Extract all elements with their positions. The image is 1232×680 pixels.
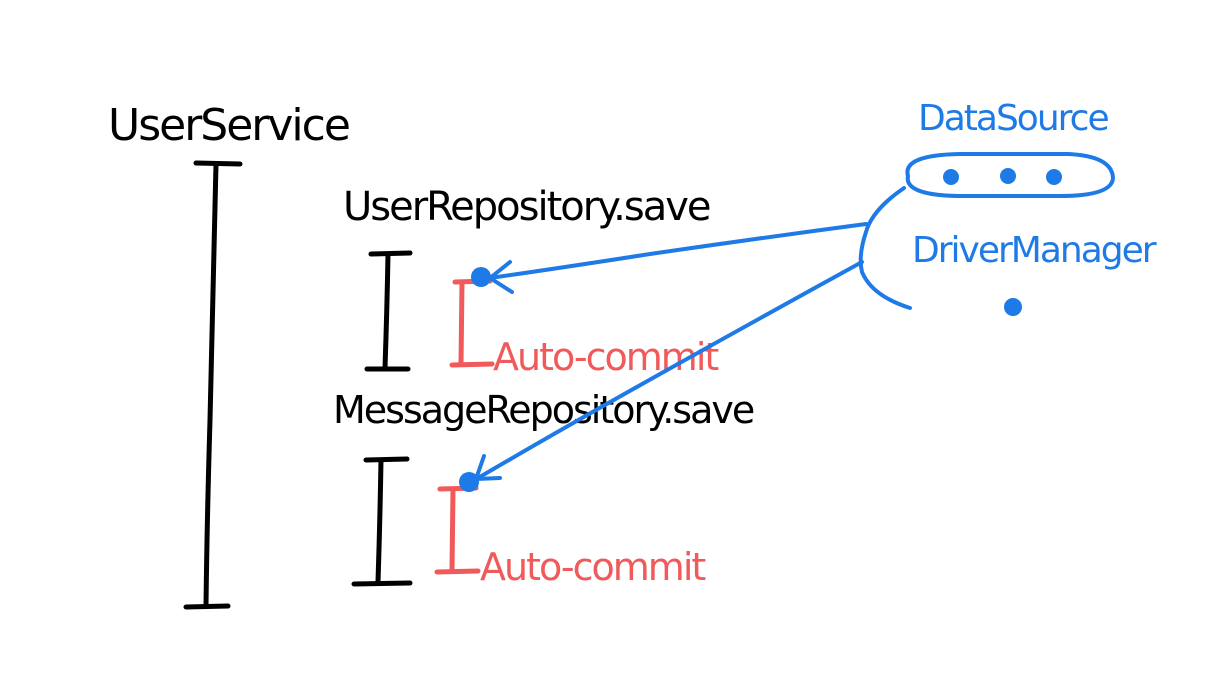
driver-manager-label: DriverManager — [912, 230, 1157, 271]
user-service-span-bracket — [183, 160, 243, 610]
pool-connection-dot-2 — [1000, 168, 1016, 184]
user-repository-span-bracket — [364, 250, 413, 372]
data-source-label: DataSource — [918, 98, 1108, 139]
data-source-bracket — [858, 186, 912, 310]
driver-manager-connection-dot — [1004, 298, 1022, 316]
arrow-to-user-repository — [488, 222, 868, 294]
connection-dot-1 — [471, 267, 491, 287]
auto-commit-1-bracket — [449, 278, 495, 368]
pool-connection-dot-3 — [1046, 169, 1062, 185]
connection-pool-outline — [905, 152, 1116, 198]
message-repository-span-bracket — [351, 456, 413, 587]
auto-commit-2-label: Auto-commit — [480, 545, 705, 589]
connection-dot-2 — [459, 472, 479, 492]
pool-connection-dot-1 — [943, 169, 959, 185]
arrow-to-message-repository — [474, 260, 864, 481]
user-service-label: UserService — [108, 100, 349, 151]
user-repository-save-label: UserRepository.save — [343, 184, 710, 230]
connection-pool — [905, 152, 1116, 198]
message-repository-save-label: MessageRepository.save — [333, 388, 754, 432]
auto-commit-2-bracket — [434, 485, 481, 575]
auto-commit-1-label: Auto-commit — [493, 335, 718, 379]
